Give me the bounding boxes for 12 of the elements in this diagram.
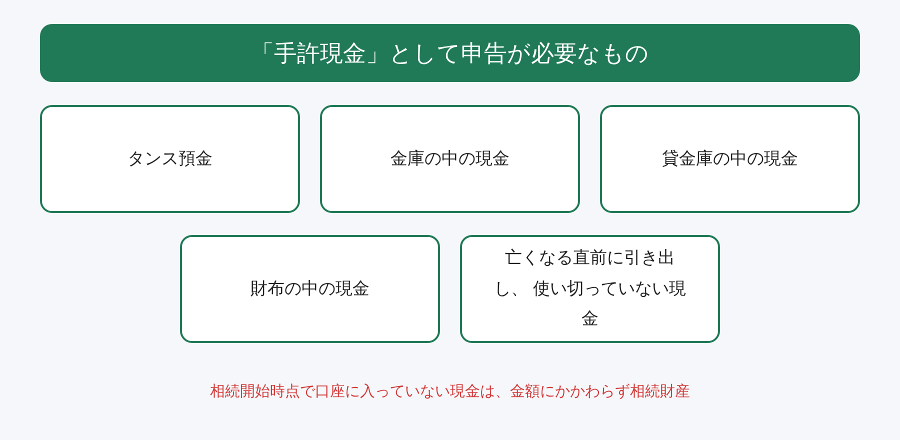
item-card bbox=[40, 105, 300, 213]
title-banner: 「手許現金」として申告が必要なもの bbox=[40, 24, 860, 82]
item-card bbox=[460, 235, 720, 343]
card-text: 貸金庫の中の現金 bbox=[661, 148, 799, 171]
item-card bbox=[600, 105, 860, 213]
card-text: 亡くなる直前に引き出し、 使い切っていない現金 bbox=[492, 247, 688, 332]
card-text: 財布の中の現金 bbox=[250, 278, 370, 301]
item-card bbox=[180, 235, 440, 343]
card-text: 金庫の中の現金 bbox=[390, 148, 510, 171]
card-text: タンス預金 bbox=[126, 148, 214, 171]
note-text: 相続開始時点で口座に入っていない現金は、金額にかかわらず相続財産 bbox=[210, 382, 690, 401]
item-card bbox=[320, 105, 580, 213]
